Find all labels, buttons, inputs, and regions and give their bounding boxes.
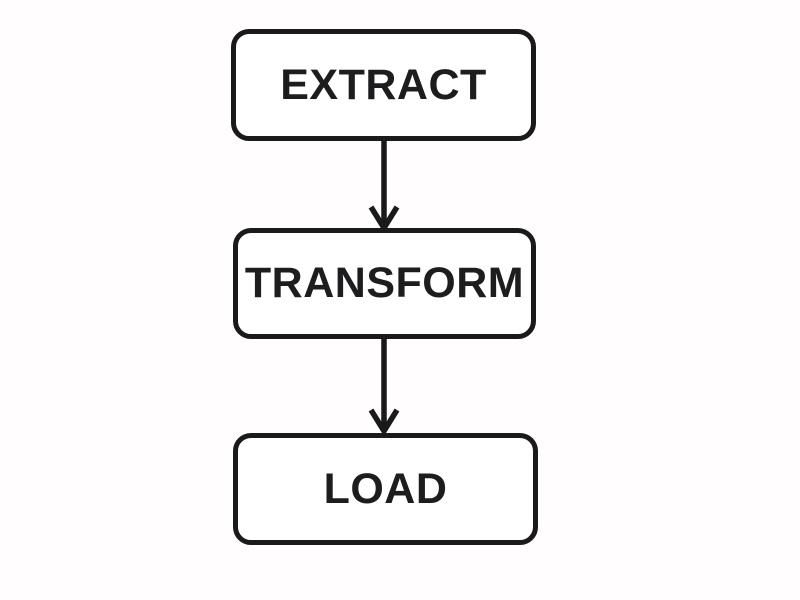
node-transform-label: TRANSFORM (244, 259, 525, 307)
node-extract-label: EXTRACT (280, 60, 487, 109)
arrow-transform-to-load-icon (368, 338, 400, 437)
node-load-label: LOAD (323, 464, 448, 513)
node-extract: EXTRACT (231, 29, 536, 141)
node-transform: TRANSFORM (233, 228, 536, 339)
node-load: LOAD (233, 433, 538, 545)
arrow-extract-to-transform-icon (368, 140, 400, 234)
